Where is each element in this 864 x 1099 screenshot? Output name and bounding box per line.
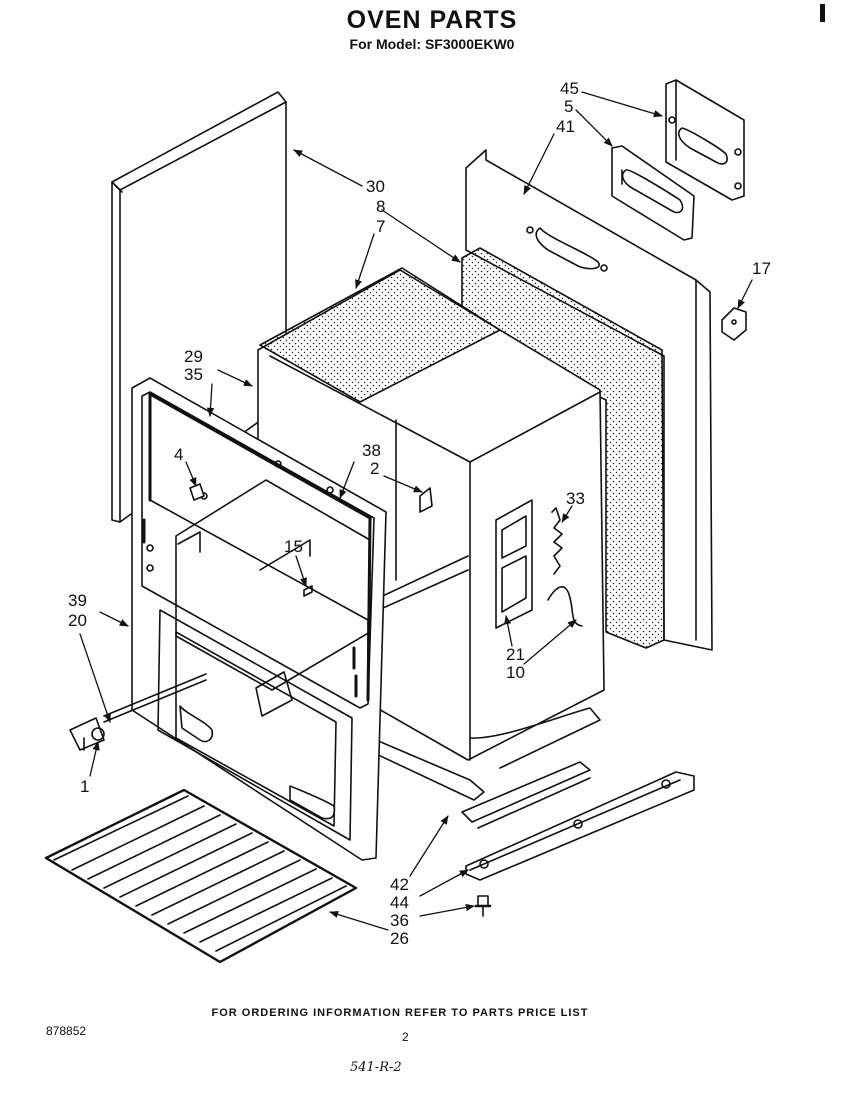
callout-29: 29 bbox=[184, 347, 203, 366]
spring-part-33 bbox=[552, 508, 562, 574]
rail-part-44 bbox=[466, 772, 694, 880]
callout-30: 30 bbox=[366, 177, 385, 196]
screw-part-36 bbox=[476, 896, 490, 916]
oven-rack-part-26 bbox=[46, 790, 356, 962]
document-number: 878852 bbox=[46, 1024, 87, 1038]
callout-5: 5 bbox=[564, 97, 574, 116]
callout-36: 36 bbox=[390, 911, 409, 930]
vent-gasket-part-5 bbox=[612, 146, 694, 240]
handwritten-code: 541-R-2 bbox=[350, 1060, 402, 1075]
leader-lines bbox=[80, 92, 752, 930]
rail-part-42 bbox=[462, 762, 590, 828]
callout-41: 41 bbox=[556, 117, 575, 136]
callout-26: 26 bbox=[390, 929, 409, 948]
callout-7: 7 bbox=[376, 217, 386, 236]
callout-39: 39 bbox=[68, 591, 87, 610]
callout-42: 42 bbox=[390, 875, 409, 894]
callout-20: 20 bbox=[68, 611, 87, 630]
corner-mark bbox=[820, 4, 825, 22]
callout-4: 4 bbox=[174, 445, 184, 464]
callout-8: 8 bbox=[376, 197, 386, 216]
ordering-note: FOR ORDERING INFORMATION REFER TO PARTS … bbox=[211, 1007, 589, 1019]
callout-33: 33 bbox=[566, 489, 585, 508]
vent-plate-part-45 bbox=[666, 80, 744, 200]
callout-10: 10 bbox=[506, 663, 525, 682]
callout-17: 17 bbox=[752, 259, 771, 278]
callout-1: 1 bbox=[80, 777, 90, 796]
callout-2: 2 bbox=[370, 459, 380, 478]
callout-21: 21 bbox=[506, 645, 525, 664]
callout-44: 44 bbox=[390, 893, 409, 912]
callout-38: 38 bbox=[362, 441, 381, 460]
front-frame-part-39 bbox=[132, 378, 386, 860]
bracket-part-17 bbox=[722, 308, 746, 340]
callout-45: 45 bbox=[560, 79, 579, 98]
callout-35: 35 bbox=[184, 365, 203, 384]
page-number: 2 bbox=[402, 1030, 409, 1044]
diagram-title: OVEN PARTS bbox=[346, 6, 518, 34]
callout-15: 15 bbox=[284, 537, 303, 556]
model-subtitle: For Model: SF3000EKW0 bbox=[349, 36, 515, 52]
